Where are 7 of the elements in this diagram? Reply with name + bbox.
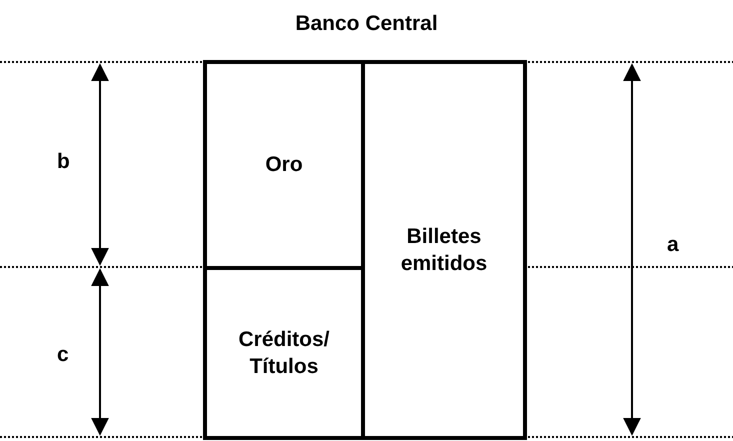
box-label: Oro [265, 152, 303, 178]
dimension-label: b [57, 150, 70, 174]
box-label: Créditos/ Títulos [237, 326, 330, 380]
dimension-label: a [667, 233, 679, 257]
dimension-label: c [57, 343, 69, 367]
diagram-title: Banco Central [295, 12, 438, 35]
box-label: Billetes emitidos [400, 224, 488, 277]
